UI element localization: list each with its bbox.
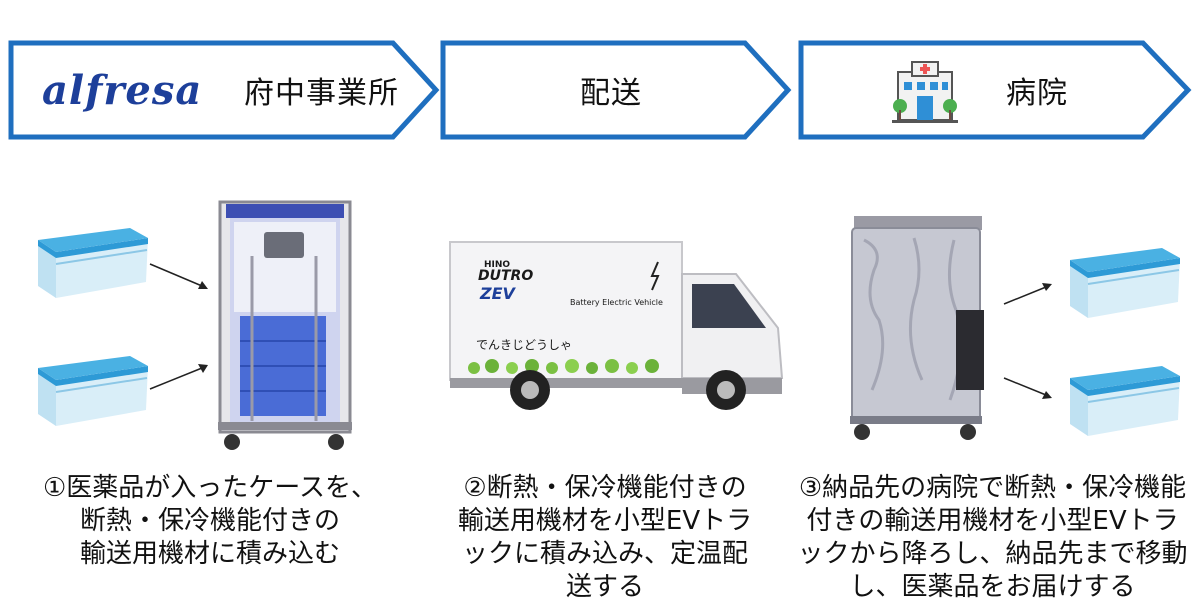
medicine-case-image-3 [1062, 242, 1182, 328]
step-hospital-chevron: 病院 [798, 40, 1192, 140]
step-delivery-label: 配送 [580, 76, 642, 111]
arrow-out-of-cart-1 [1002, 282, 1054, 310]
medicine-case-image-4 [1062, 360, 1182, 446]
step-origin-label: 府中事業所 [244, 76, 399, 111]
truck-tagline: Battery Electric Vehicle [570, 298, 663, 307]
caption-step-3: ③納品先の病院で断熱・保冷機能 付きの輸送用機材を小型EVトラ ックから降ろし、… [790, 472, 1195, 604]
caption-step-1-line: 断熱・保冷機能付きの [79, 506, 340, 536]
caption-step-2: ②断熱・保冷機能付きの 輸送用機材を小型EVトラ ックに積み込み、定温配 送する [430, 472, 780, 604]
alfresa-logo-text: alfresa [42, 66, 203, 114]
caption-step-3-line: ③納品先の病院で断熱・保冷機能 [798, 473, 1187, 503]
arrow-into-cart-1 [148, 262, 210, 296]
hospital-icon [890, 58, 960, 124]
step-hospital-label: 病院 [1006, 76, 1068, 111]
ev-truck-image: HINO DUTRO ZEV Battery Electric Vehicle … [444, 236, 790, 418]
medicine-case-image-1 [30, 222, 150, 308]
caption-step-1-line: ①医薬品が入ったケースを、 [42, 473, 377, 503]
caption-step-3-line: し、医薬品をお届けする [849, 572, 1136, 602]
truck-brand: DUTRO [478, 268, 534, 284]
caption-step-1-line: 輸送用機材に積み込む [79, 539, 340, 569]
caption-step-2-line: 輸送用機材を小型EVトラ [457, 506, 753, 536]
caption-step-2-line: ックに積み込み、定温配 [461, 539, 748, 569]
arrow-out-of-cart-2 [1002, 376, 1054, 404]
arrow-into-cart-2 [148, 362, 210, 396]
medicine-case-image-2 [30, 350, 150, 436]
step-origin-logo: alfresa [42, 40, 202, 140]
truck-brand-small: HINO [484, 260, 511, 270]
insulated-cart-open-image [212, 196, 360, 458]
caption-step-1: ①医薬品が入ったケースを、 断熱・保冷機能付きの 輸送用機材に積み込む [20, 472, 400, 571]
caption-step-3-line: ックから降ろし、納品先まで移動 [797, 539, 1188, 569]
truck-side-text: でんきじどうしゃ [476, 338, 573, 352]
step-origin-chevron: alfresa 府中事業所 [8, 40, 440, 140]
truck-model: ZEV [480, 284, 515, 303]
step-delivery-chevron: 配送 [440, 40, 792, 140]
caption-step-2-line: ②断熱・保冷機能付きの [463, 473, 747, 503]
insulated-cart-closed-image [844, 210, 992, 448]
caption-step-3-line: 付きの輸送用機材を小型EVトラ [806, 506, 1179, 536]
caption-step-2-line: 送する [565, 572, 644, 602]
